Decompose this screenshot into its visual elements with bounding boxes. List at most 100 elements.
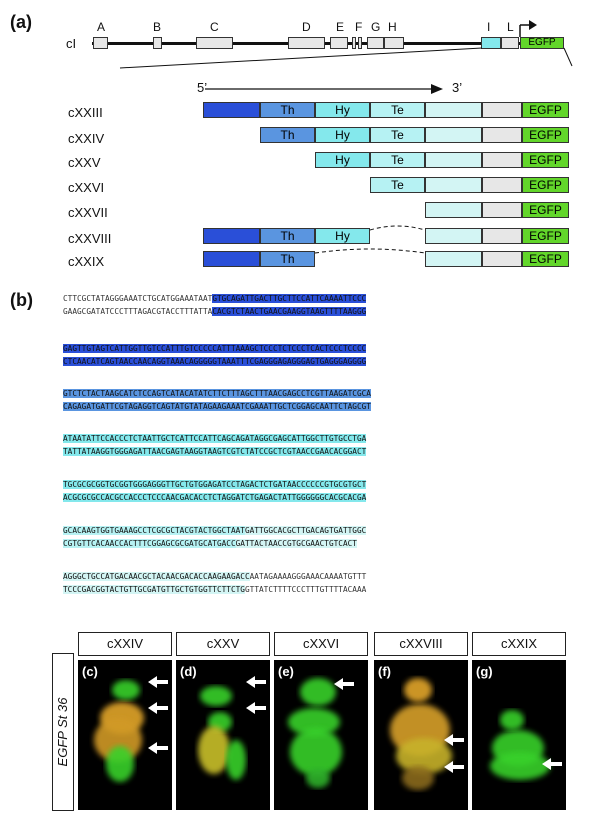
exon-label: F xyxy=(355,20,363,34)
panel-a-label: (a) xyxy=(10,12,32,32)
image-panel-letter: (d) xyxy=(180,664,197,679)
exon-label: G xyxy=(371,20,381,34)
construct-segment-egfp: EGFP xyxy=(522,202,569,218)
embryo-image-cXXVI: (e) xyxy=(274,660,368,810)
fluorescence-signal xyxy=(500,710,524,730)
construct-segment-th: Th xyxy=(260,228,315,244)
image-header-cXXVIII: cXXVIII xyxy=(374,632,468,656)
fluorescence-signal xyxy=(198,726,230,774)
construct-segment-gray xyxy=(482,177,522,193)
construct-segment-hy: Hy xyxy=(315,127,370,143)
construct-segment-egfp: EGFP xyxy=(522,127,569,143)
construct-segment-egfp: EGFP xyxy=(522,177,569,193)
sequence-top-strand: GAGTTGTAGTCATTGGTTGTCCATTTGTCCCCCATTTAAA… xyxy=(63,343,367,355)
sequence-fragment: CAGAGATGATTCGTAGAGGTCAGTATGTATAGAAGAAATC… xyxy=(63,402,371,411)
deletion-gap xyxy=(315,248,425,254)
locus-diagram: cI EGFP A B C D E F G H I L xyxy=(0,0,600,100)
construct-segment-te: Te xyxy=(370,127,425,143)
sequence-bottom-strand: TCCCGACGGTACTGTTGCGATGTTGCTGTGGTTCTTCTGG… xyxy=(63,584,366,596)
construct-segment-hy: Hy xyxy=(315,102,370,118)
fluorescence-signal xyxy=(306,768,330,788)
sequence-fragment: GTCTCTACTAAGCATCTCCAGTCATACATATCTTCTTTAG… xyxy=(63,389,371,398)
fluorescence-signal xyxy=(290,728,342,776)
sequence-fragment: AATAGAAAAGGGAAACAAAATGTTT xyxy=(249,572,367,581)
construct-segment-gray xyxy=(482,202,522,218)
sequence-area: CTTCGCTATAGGGAAATCTGCATGGAAATAATGTGCAGAT… xyxy=(63,293,371,596)
fluorescence-signal xyxy=(404,678,432,702)
sequence-top-strand: GTCTCTACTAAGCATCTCCAGTCATACATATCTTCTTTAG… xyxy=(63,388,371,400)
sequence-fragment: CTCAACATCAGTAACCAACAGGTAAACAGGGGGTAAATTT… xyxy=(63,357,367,366)
construct-segment-pale xyxy=(425,202,482,218)
sequence-fragment: GCACAAGTGGTGAAAGCCTCGCGCTACGTACTGGCTAAT xyxy=(63,526,245,535)
sequence-fragment: GTTATCTTTTCCCTTTGTTTTACAAA xyxy=(244,585,367,594)
embryo-image-cXXVIII: (f) xyxy=(374,660,468,810)
sequence-top-strand: GCACAAGTGGTGAAAGCCTCGCGCTACGTACTGGCTAATG… xyxy=(63,525,367,537)
sequence-fragment: ATAATATTCCACCCTCTAATTGCTCATTCCATTCAGCAGA… xyxy=(63,434,367,443)
fluorescence-signal xyxy=(112,680,140,700)
exon-label: L xyxy=(507,20,514,34)
expression-arrow xyxy=(148,742,168,754)
fluorescence-signal xyxy=(402,766,434,790)
expression-arrow xyxy=(542,758,562,770)
construct-segment-th: Th xyxy=(260,251,315,267)
sequence-bottom-strand: GAAGCGATATCCCTTTAGACGTACCTTTATTACACGTCTA… xyxy=(63,306,367,318)
construct-segment-pale xyxy=(425,152,482,168)
expression-arrow xyxy=(246,676,266,688)
construct-segment-th: Th xyxy=(260,127,315,143)
fluorescence-signal xyxy=(106,746,134,782)
construct-segment-gray xyxy=(482,102,522,118)
exon-label: A xyxy=(97,20,106,34)
sequence-bottom-strand: CAGAGATGATTCGTAGAGGTCAGTATGTATAGAAGAAATC… xyxy=(63,401,371,413)
construct-segment-gray xyxy=(482,228,522,244)
sequence-fragment: AGGGCTGCCATGACAACGCTACAACGACACCAAGAAGACC xyxy=(63,572,250,581)
construct-segment-gray xyxy=(482,127,522,143)
sequence-top-strand: CTTCGCTATAGGGAAATCTGCATGGAAATAATGTGCAGAT… xyxy=(63,293,367,305)
construct-segment-egfp: EGFP xyxy=(522,228,569,244)
exon-box xyxy=(153,37,162,49)
construct-segment-gray xyxy=(482,251,522,267)
sequence-fragment: GAAGCGATATCCCTTTAGACGTACCTTTATTA xyxy=(63,307,213,316)
construct-segment-gray xyxy=(482,152,522,168)
sequence-bottom-strand: CGTGTTCACAACCACTTTCGGAGCGCGATGCATGACCGAT… xyxy=(63,538,357,550)
expression-arrow xyxy=(444,761,464,773)
construct-segment-th: Th xyxy=(260,102,315,118)
sequence-fragment: CGTGTTCACAACCACTTTCGGAGCGCGATGCATGACC xyxy=(63,539,236,548)
image-panel-letter: (c) xyxy=(82,664,98,679)
image-header-cXXVI: cXXVI xyxy=(274,632,368,656)
exon-box xyxy=(481,37,501,49)
sequence-fragment: GATTGGCACGCTTGACAGTGATTGGC xyxy=(244,526,367,535)
exon-box xyxy=(367,37,384,49)
construct-segment-pale xyxy=(425,228,482,244)
sequence-bottom-strand: TATTATAAGGTGGGAGATTAACGAGTAAGGTAAGTCGTCT… xyxy=(63,446,367,458)
image-panel-letter: (f) xyxy=(378,664,391,679)
construct-segment-egfp: EGFP xyxy=(522,251,569,267)
exon-box xyxy=(352,37,356,49)
embryo-image-cXXV: (d) xyxy=(176,660,270,810)
stage-label: EGFP St 36 xyxy=(55,697,70,767)
exon-label: D xyxy=(302,20,311,34)
construct-segment-pale xyxy=(425,127,482,143)
sequence-fragment: GATTACTAACCGTGCGAACTGTCACT xyxy=(235,539,357,548)
construct-segment-dark xyxy=(203,251,260,267)
exon-box xyxy=(358,37,362,49)
sequence-fragment: TCCCGACGGTACTGTTGCGATGTTGCTGTGGTTCTTCTG xyxy=(63,585,245,594)
construct-segment-dark xyxy=(203,102,260,118)
fluorescence-signal xyxy=(94,718,142,762)
sequence-top-strand: AGGGCTGCCATGACAACGCTACAACGACACCAAGAAGACC… xyxy=(63,571,366,583)
exon-label: H xyxy=(388,20,397,34)
sequence-fragment: TATTATAAGGTGGGAGATTAACGAGTAAGGTAAGTCGTCT… xyxy=(63,447,367,456)
construct-name: cXXIX xyxy=(68,254,105,269)
construct-segment-hy: Hy xyxy=(315,228,370,244)
exon-label: C xyxy=(210,20,219,34)
image-header-cXXIX: cXXIX xyxy=(472,632,566,656)
sequence-fragment: CTTCGCTATAGGGAAATCTGCATGGAAATAAT xyxy=(63,294,213,303)
sequence-top-strand: ATAATATTCCACCCTCTAATTGCTCATTCCATTCAGCAGA… xyxy=(63,433,367,445)
sequence-fragment: ACGCGCGCCACGCCACCCTCCCAACGACACCTCTAGGATC… xyxy=(63,493,367,502)
expression-arrow xyxy=(148,702,168,714)
exon-box xyxy=(384,37,404,49)
construct-name: cXXVIII xyxy=(68,231,112,246)
sequence-bottom-strand: ACGCGCGCCACGCCACCCTCCCAACGACACCTCTAGGATC… xyxy=(63,492,367,504)
construct-segment-te: Te xyxy=(370,102,425,118)
sequence-bottom-strand: CTCAACATCAGTAACCAACAGGTAAACAGGGGGTAAATTT… xyxy=(63,356,367,368)
